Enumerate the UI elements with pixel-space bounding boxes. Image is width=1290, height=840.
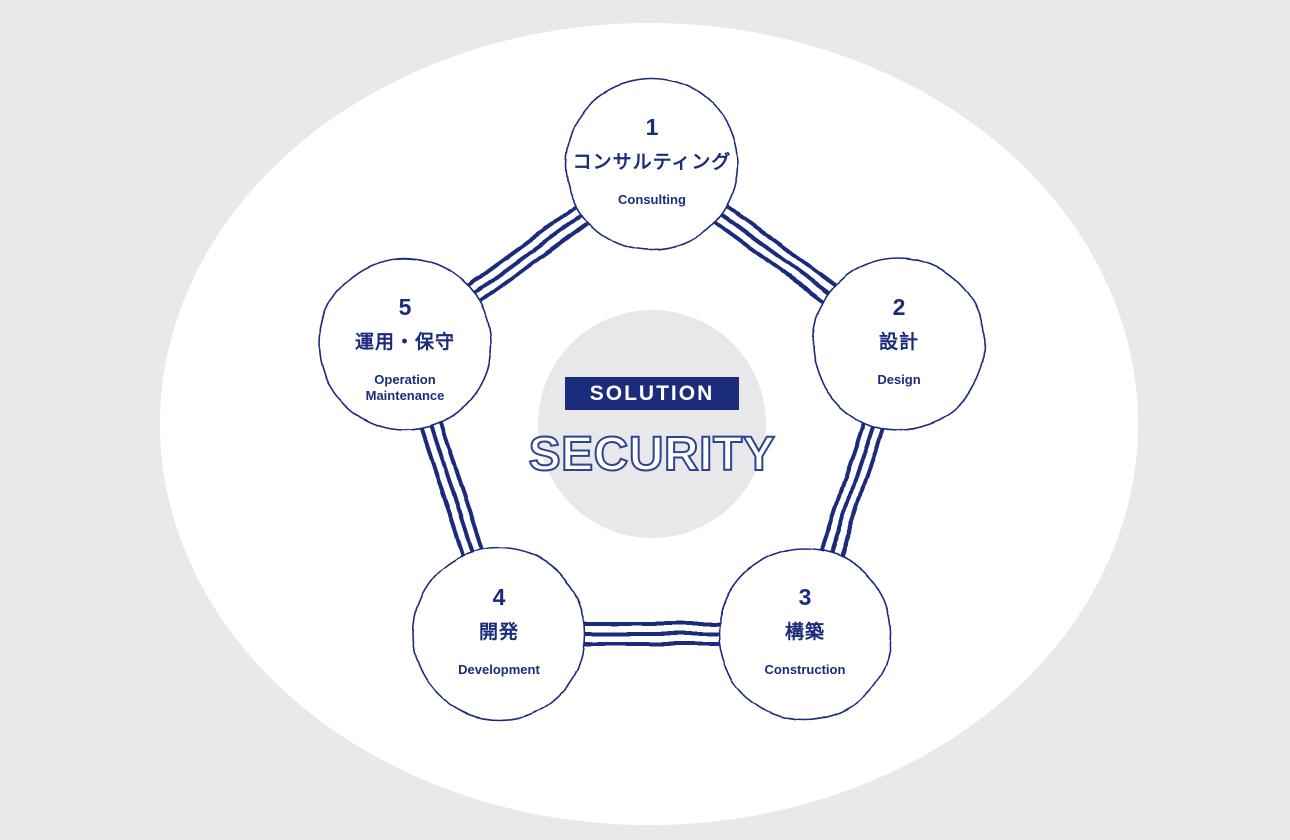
step-title-ja: 構築 (784, 622, 825, 643)
step-circle-outline-4 (412, 547, 586, 721)
step-number: 3 (798, 584, 812, 610)
step-circles (318, 77, 986, 721)
step-node-design: 2 設計 Design (813, 258, 985, 430)
security-outlined-text: SECURITY (528, 427, 776, 482)
solution-badge: SOLUTION (565, 377, 739, 410)
step-title-en: Operation Maintenance (365, 372, 445, 403)
center-gray-circle (538, 310, 766, 538)
step-circle-outline-1 (565, 77, 739, 251)
step-title-ja: 設計 (878, 332, 919, 353)
step-node-operation-maintenance: 5 運用・保守 Operation Maintenance (319, 258, 491, 430)
step-number: 2 (892, 294, 906, 320)
step-title-en: Consulting (618, 192, 686, 207)
step-node-construction: 3 構築 Construction (719, 548, 891, 720)
step-title-ja: コンサルティング (572, 152, 732, 173)
step-circle-outline-2 (812, 257, 986, 431)
step-circle-outline-5 (318, 257, 492, 431)
step-title-en: Development (458, 662, 540, 677)
step-number: 5 (398, 294, 412, 320)
step-title-en: Construction (764, 662, 846, 677)
step-title-en: Design (877, 372, 921, 387)
step-number: 1 (645, 114, 659, 140)
step-title-ja: 運用・保守 (354, 332, 455, 353)
step-circle-outline-3 (718, 547, 892, 721)
step-node-consulting: 1 コンサルティング Consulting (566, 78, 738, 250)
step-node-development: 4 開発 Development (413, 548, 585, 720)
step-title-ja: 開発 (478, 622, 519, 643)
step-number: 4 (492, 584, 506, 610)
